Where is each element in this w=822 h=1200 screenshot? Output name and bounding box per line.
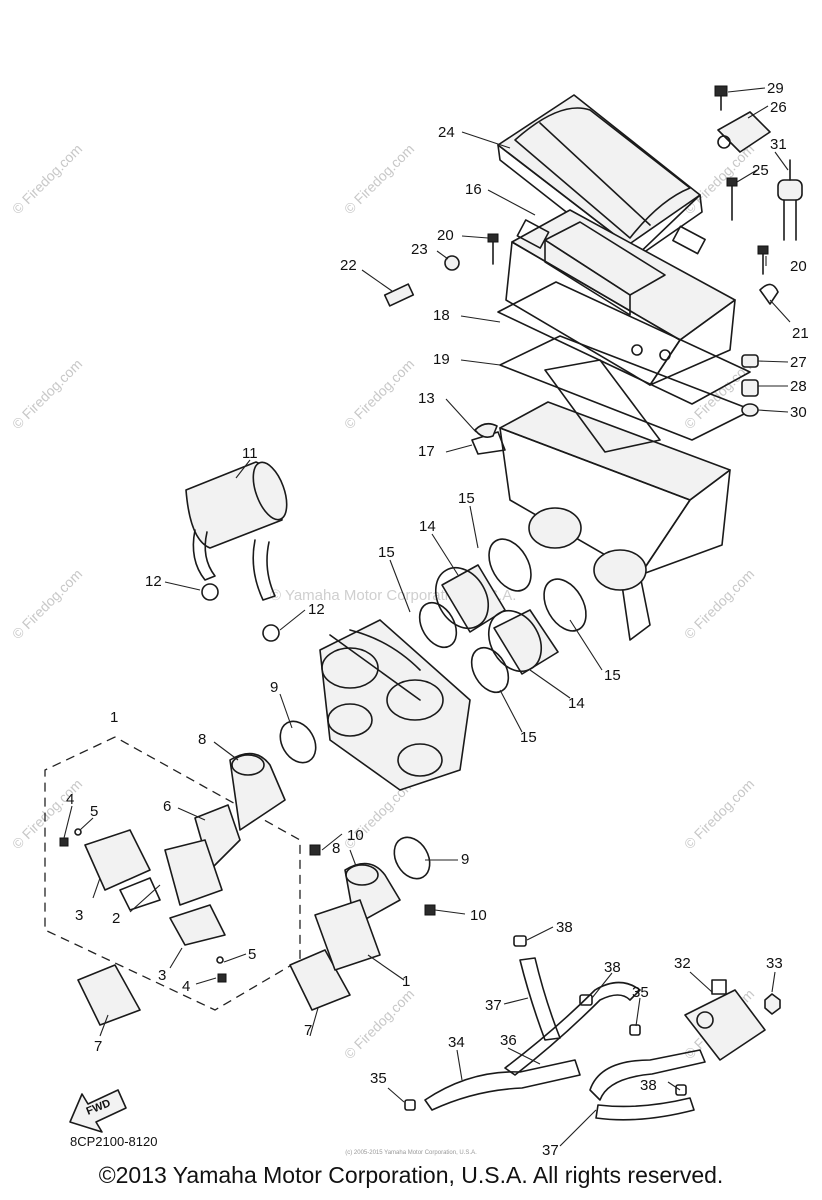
carburetor-assembly: [319, 619, 471, 791]
callout-37: 37: [542, 1142, 559, 1159]
reed-valve-group: [44, 736, 436, 1026]
callout-35: 35: [632, 984, 649, 1001]
callout-15: 15: [458, 490, 475, 507]
callout-38: 38: [556, 919, 573, 936]
callout-30: 30: [790, 404, 807, 421]
air-box-lower: [471, 359, 731, 641]
callout-16: 16: [465, 181, 482, 198]
callout-labels: 29 26 31 25 24 16 20 20 23 22 21 18 27 1…: [66, 80, 809, 1159]
callout-17: 17: [418, 443, 435, 460]
callout-6: 6: [163, 798, 171, 815]
callout-7: 7: [94, 1038, 102, 1055]
callout-9: 9: [270, 679, 278, 696]
callout-28: 28: [790, 378, 807, 395]
oil-pump-hoses: [404, 935, 781, 1121]
callout-26: 26: [770, 99, 787, 116]
fwd-arrow-icon: FWD: [69, 1089, 127, 1133]
callout-29: 29: [767, 80, 784, 97]
callout-8: 8: [198, 731, 206, 748]
callout-38: 38: [640, 1077, 657, 1094]
intake-joints: [279, 538, 587, 880]
air-box-gasket: [497, 281, 751, 405]
callout-5: 5: [90, 803, 98, 820]
callout-4: 4: [66, 791, 74, 808]
callout-37: 37: [485, 997, 502, 1014]
air-box-upper: [505, 209, 736, 386]
watermark: © Firedog.com: [681, 776, 757, 852]
air-box-lid: [497, 94, 703, 263]
callout-23: 23: [411, 241, 428, 258]
callout-15: 15: [520, 729, 537, 746]
copyright-notice: ©2013 Yamaha Motor Corporation, U.S.A. A…: [98, 1162, 724, 1188]
callout-34: 34: [448, 1034, 465, 1051]
callout-15: 15: [378, 544, 395, 561]
callout-32: 32: [674, 955, 691, 972]
intake-silencer: [185, 461, 288, 642]
callout-20: 20: [790, 258, 807, 275]
callout-8: 8: [332, 840, 340, 857]
callout-10: 10: [347, 827, 364, 844]
callout-1: 1: [110, 709, 118, 726]
callout-3: 3: [75, 907, 83, 924]
callout-14: 14: [568, 695, 585, 712]
callout-20: 20: [437, 227, 454, 244]
watermark: © Firedog.com: [681, 566, 757, 642]
watermark: © Firedog.com: [341, 141, 417, 217]
callout-4: 4: [182, 978, 190, 995]
callout-35: 35: [370, 1070, 387, 1087]
callout-22: 22: [340, 257, 357, 274]
callout-38: 38: [604, 959, 621, 976]
callout-5: 5: [248, 946, 256, 963]
callout-1: 1: [402, 973, 410, 990]
callout-21: 21: [792, 325, 809, 342]
callout-12: 12: [145, 573, 162, 590]
watermark: © Firedog.com: [9, 776, 85, 852]
callout-2: 2: [112, 910, 120, 927]
callout-24: 24: [438, 124, 455, 141]
callout-7: 7: [304, 1022, 312, 1039]
callout-31: 31: [770, 136, 787, 153]
hardware-upper-right: [383, 85, 803, 438]
watermark: © Firedog.com: [9, 566, 85, 642]
watermark: © Firedog.com: [341, 356, 417, 432]
callout-27: 27: [790, 354, 807, 371]
leader-lines: [63, 87, 791, 1147]
callout-14: 14: [419, 518, 436, 535]
callout-11: 11: [242, 445, 258, 462]
fine-print: (c) 2005-2015 Yamaha Motor Corporation, …: [345, 1150, 477, 1156]
callout-15: 15: [604, 667, 621, 684]
callout-25: 25: [752, 162, 769, 179]
callout-3: 3: [158, 967, 166, 984]
callout-9: 9: [461, 851, 469, 868]
watermark: © Firedog.com: [9, 356, 85, 432]
callout-18: 18: [433, 307, 450, 324]
watermark: © Firedog.com: [341, 986, 417, 1062]
callout-10: 10: [470, 907, 487, 924]
watermark: © Firedog.com: [681, 141, 757, 217]
diagram-code: 8CP2100-8120: [70, 1134, 157, 1149]
callout-19: 19: [433, 351, 450, 368]
callout-36: 36: [500, 1032, 517, 1049]
watermark: © Firedog.com: [9, 141, 85, 217]
callout-12: 12: [308, 601, 325, 618]
callout-13: 13: [418, 390, 435, 407]
callout-33: 33: [766, 955, 783, 972]
